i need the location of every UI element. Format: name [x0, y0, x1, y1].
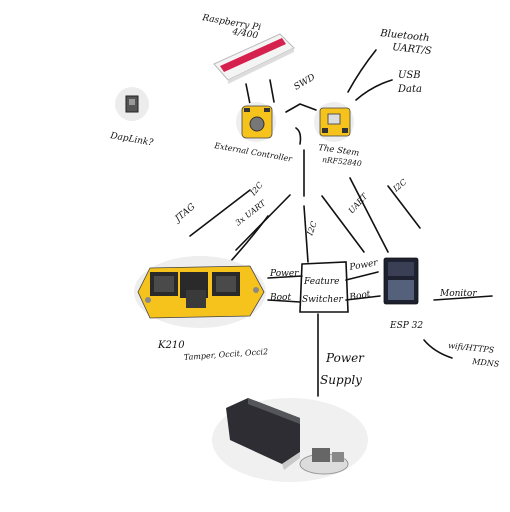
daplink-label: DapLink? [108, 131, 154, 149]
external-controller-board [236, 102, 276, 142]
stem-board [314, 102, 354, 142]
i2c-right-line [349, 177, 389, 253]
power-supply [212, 398, 368, 482]
external-controller-label: External Controller [213, 141, 294, 164]
boot-right-label: Boot [348, 289, 372, 303]
raspberry-pi-label-2: 4/400 [230, 27, 259, 42]
nrf-label: nRF52840 [322, 155, 362, 168]
monitor-label: Monitor [439, 289, 477, 299]
usb-label-1: USB [398, 70, 421, 81]
raspberry-pi-keyboard [213, 33, 295, 84]
pi-to-controller-line-2 [269, 79, 275, 103]
bluetooth-label-2: UART/S [392, 42, 433, 57]
usb-line [355, 79, 393, 101]
k210-sub-label: Tamper, Occit, Occi2 [184, 347, 269, 362]
swd-label: SWD [293, 73, 318, 93]
bluetooth-label-1: Bluetooth [379, 28, 430, 44]
boot-left-label: Boot [269, 293, 291, 303]
i2c-right-tick [387, 185, 421, 229]
power-supply-label-1: Power [325, 351, 365, 365]
uart3-line [229, 215, 269, 263]
jtag-line [189, 189, 251, 237]
daplink-device [115, 87, 149, 121]
power-supply-label-2: Supply [320, 373, 362, 387]
esp32-label: ESP 32 [389, 321, 423, 331]
swd-line [285, 103, 317, 113]
feature-switcher-label-1: Feature [303, 277, 340, 287]
pi-to-controller-line-1 [245, 83, 251, 105]
k210-label: K210 [157, 340, 185, 351]
i2c-center-line [303, 205, 309, 263]
i2c-center-label: I2C [305, 220, 319, 238]
uart-right-line [321, 195, 365, 253]
connection-lines [189, 49, 493, 397]
wifi-label-2: MDNS [471, 357, 500, 369]
i2c-left-label: I2C [248, 180, 265, 198]
power-left-line [267, 275, 303, 279]
jtag-label: JTAG [172, 202, 197, 226]
i2c-right-label: I2C [391, 177, 409, 194]
swd-bracket [295, 127, 302, 145]
bluetooth-line [347, 49, 377, 93]
power-right-label: Power [348, 258, 379, 273]
wifi-label-1: wifi/HTTPS [448, 341, 495, 355]
esp32-module [383, 257, 419, 305]
feature-switcher-box [299, 261, 349, 313]
k210-board [134, 256, 266, 328]
feature-switcher-label-2: Switcher [302, 295, 344, 305]
wifi-line [423, 339, 453, 359]
boot-left-line [267, 299, 301, 303]
power-right-line [345, 271, 379, 281]
monitor-line [433, 295, 493, 301]
usb-label-2: Data [397, 84, 422, 95]
power-left-label: Power [269, 269, 299, 279]
boot-right-line [345, 295, 381, 301]
